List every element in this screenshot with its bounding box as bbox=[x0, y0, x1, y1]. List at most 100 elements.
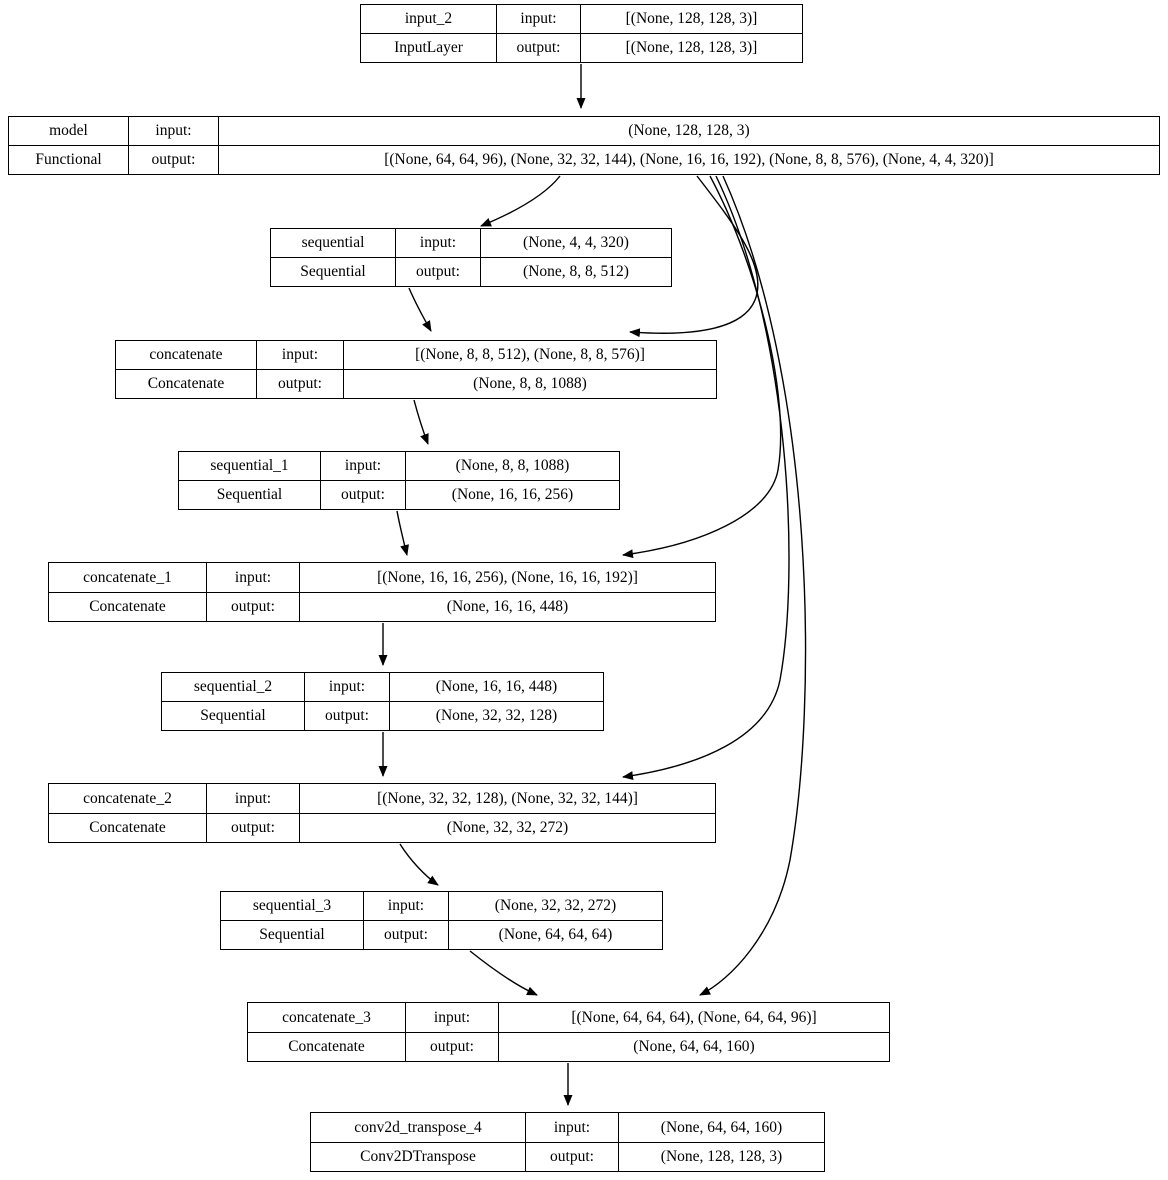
node-output-shape: (None, 8, 8, 512) bbox=[523, 263, 629, 281]
node-output-label: output: bbox=[364, 921, 449, 949]
node-layer-class: Sequential bbox=[162, 702, 305, 730]
edge-sequential_1-to-concatenate_1 bbox=[396, 510, 409, 556]
node-output-label: output: bbox=[526, 1142, 619, 1171]
node-input-label: input: bbox=[406, 1003, 499, 1032]
node-input-label: input: bbox=[396, 229, 481, 257]
node-output-label: output: bbox=[396, 258, 481, 286]
node-layer-class: Sequential bbox=[271, 258, 396, 286]
node-output-shape: (None, 16, 16, 448) bbox=[446, 598, 569, 615]
node-output-label: output: bbox=[129, 146, 219, 174]
node-layer-name: sequential bbox=[271, 229, 396, 257]
node-output-label: output: bbox=[207, 592, 300, 621]
node-output-shape: (None, 128, 128, 3) bbox=[660, 1148, 783, 1165]
node-layer-class: Functional bbox=[9, 146, 129, 174]
node-input-shape: (None, 64, 64, 160) bbox=[660, 1118, 783, 1136]
node-layer-name: sequential_2 bbox=[162, 673, 305, 701]
node-layer-name: input_2 bbox=[361, 5, 497, 33]
node-output-label: output: bbox=[305, 702, 390, 730]
edge-model-to-sequential bbox=[480, 175, 561, 227]
node-input-label: input: bbox=[129, 117, 219, 145]
node-layer-name: model bbox=[9, 117, 129, 145]
node-input-shape: (None, 128, 128, 3) bbox=[628, 122, 750, 140]
node-input-shape: [(None, 32, 32, 128), (None, 32, 32, 144… bbox=[377, 789, 638, 807]
node-input-shape: [(None, 16, 16, 256), (None, 16, 16, 192… bbox=[377, 568, 638, 586]
node-layer-name: conv2d_transpose_4 bbox=[311, 1113, 526, 1142]
node-input-label: input: bbox=[207, 563, 300, 592]
node-output-shape: [(None, 128, 128, 3)] bbox=[625, 39, 758, 57]
node-input-shape: (None, 4, 4, 320) bbox=[523, 234, 629, 252]
edge-concatenate-to-sequential_1 bbox=[413, 399, 429, 445]
node-input-label: input: bbox=[321, 452, 406, 480]
node-layer-class: Concatenate bbox=[49, 813, 207, 842]
node-output-shape: (None, 64, 64, 64) bbox=[498, 926, 613, 944]
node-layer-class: Concatenate bbox=[49, 592, 207, 621]
node-layer-class: Sequential bbox=[179, 481, 321, 509]
node-output-shape: (None, 16, 16, 256) bbox=[451, 486, 574, 504]
node-output-label: output: bbox=[497, 34, 581, 62]
node-input-shape: [(None, 8, 8, 512), (None, 8, 8, 576)] bbox=[415, 346, 645, 364]
node-layer-name: sequential_1 bbox=[179, 452, 321, 480]
node-layer-name: concatenate_1 bbox=[49, 563, 207, 592]
node-layer-class: Concatenate bbox=[116, 370, 257, 398]
node-layer-class: Sequential bbox=[221, 921, 364, 949]
node-layer-class: InputLayer bbox=[361, 34, 497, 62]
node-output-label: output: bbox=[207, 813, 300, 842]
node-input-shape: [(None, 64, 64, 64), (None, 64, 64, 96)] bbox=[571, 1008, 817, 1026]
node-layer-name: concatenate bbox=[116, 341, 257, 369]
node-output-shape: [(None, 64, 64, 96), (None, 32, 32, 144)… bbox=[384, 151, 994, 169]
node-output-shape: (None, 32, 32, 128) bbox=[435, 707, 558, 725]
node-input-label: input: bbox=[497, 5, 581, 33]
node-layer-class: Concatenate bbox=[248, 1032, 406, 1061]
node-input-shape: (None, 8, 8, 1088) bbox=[455, 457, 570, 475]
node-input-shape: [(None, 128, 128, 3)] bbox=[625, 10, 758, 28]
node-output-label: output: bbox=[406, 1032, 499, 1061]
node-input-label: input: bbox=[305, 673, 390, 701]
node-layer-name: sequential_3 bbox=[221, 892, 364, 920]
node-input-shape: (None, 16, 16, 448) bbox=[435, 678, 558, 696]
node-output-shape: (None, 64, 64, 160) bbox=[633, 1038, 755, 1055]
node-output-label: output: bbox=[257, 370, 344, 398]
node-output-shape: (None, 8, 8, 1088) bbox=[473, 375, 587, 393]
edge-sequential_3-to-concatenate_3 bbox=[469, 950, 538, 996]
node-input-label: input: bbox=[207, 784, 300, 813]
node-layer-name: concatenate_3 bbox=[248, 1003, 406, 1032]
node-input-label: input: bbox=[257, 341, 344, 369]
edge-concatenate_2-to-sequential_3 bbox=[399, 843, 439, 886]
node-input-label: input: bbox=[526, 1113, 619, 1142]
node-layer-name: concatenate_2 bbox=[49, 784, 207, 813]
node-input-shape: (None, 32, 32, 272) bbox=[494, 897, 617, 915]
node-input-label: input: bbox=[364, 892, 449, 920]
